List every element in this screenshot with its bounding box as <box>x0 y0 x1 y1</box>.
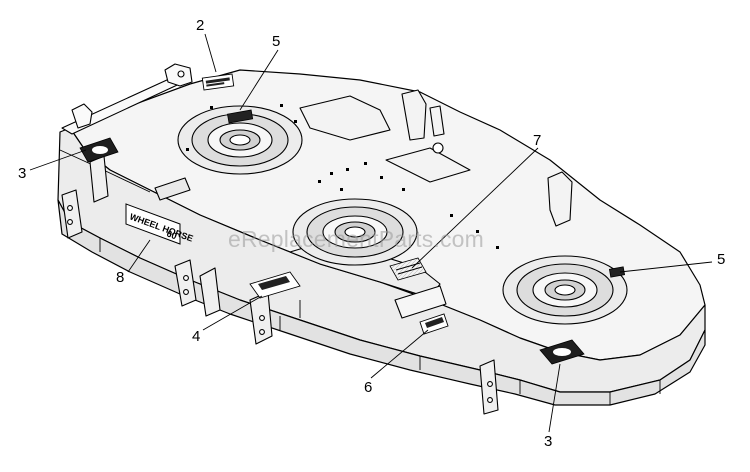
spindle-hub-left <box>177 105 303 175</box>
spindle-hub-center <box>292 198 418 266</box>
callout-3-bottom: 3 <box>544 433 553 450</box>
leader-lines <box>29 33 713 433</box>
callout-3-left: 3 <box>18 165 27 182</box>
deck-rivets <box>186 104 499 249</box>
decal-item-6 <box>419 313 449 335</box>
callout-8: 8 <box>116 269 125 286</box>
model-decal-text: 60 <box>165 228 178 241</box>
decal-item-3-right <box>539 339 585 365</box>
decal-item-5-right <box>608 266 626 278</box>
callout-5-top: 5 <box>272 33 281 50</box>
callout-2: 2 <box>196 17 205 34</box>
decal-item-3-left <box>79 137 119 163</box>
rear-rail <box>61 63 193 135</box>
decal-item-2 <box>201 73 235 91</box>
callout-5-right: 5 <box>717 251 726 268</box>
left-brackets <box>61 155 499 415</box>
watermark: eReplacementParts.com <box>228 226 485 252</box>
callout-6: 6 <box>364 379 373 396</box>
decal-item-4 <box>249 271 301 299</box>
callout-7: 7 <box>533 132 542 149</box>
spindle-hub-right <box>502 255 628 325</box>
decal-item-5-left <box>227 109 254 124</box>
callout-4: 4 <box>192 328 201 345</box>
right-hitch-brackets <box>299 89 573 227</box>
